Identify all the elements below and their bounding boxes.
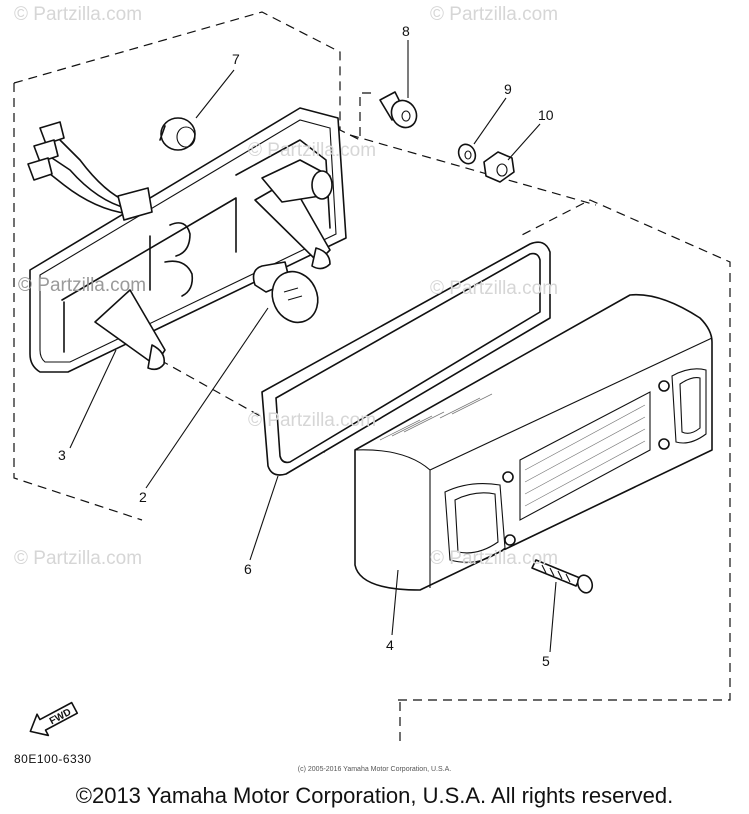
washer — [457, 143, 477, 165]
small-copyright: (c) 2005-2016 Yamaha Motor Corporation, … — [297, 766, 452, 773]
callout-10: 10 — [538, 107, 554, 123]
leader-lines — [69, 40, 557, 653]
bulb — [252, 261, 319, 324]
fwd-label: FWD — [48, 707, 73, 727]
part-code: 80E100-6330 — [14, 752, 92, 766]
callout-7: 7 — [232, 51, 240, 67]
assembly-boundary — [13, 11, 731, 745]
callout-9: 9 — [504, 81, 512, 97]
collar — [379, 91, 418, 129]
copyright-notice: ©2013 Yamaha Motor Corporation, U.S.A. A… — [75, 783, 674, 808]
callout-6: 6 — [244, 561, 252, 577]
callout-8: 8 — [402, 23, 410, 39]
gasket — [261, 241, 551, 476]
callout-2: 2 — [139, 489, 147, 505]
lens — [354, 293, 713, 591]
grommet — [159, 117, 196, 151]
callout-5: 5 — [542, 653, 550, 669]
lens-hatching — [379, 393, 646, 507]
callout-3: 3 — [58, 447, 66, 463]
callout-4: 4 — [386, 637, 394, 653]
screw — [531, 559, 594, 594]
fwd-arrow-icon: FWD — [29, 701, 79, 737]
nut — [483, 151, 515, 183]
lamp-housing — [27, 107, 347, 373]
